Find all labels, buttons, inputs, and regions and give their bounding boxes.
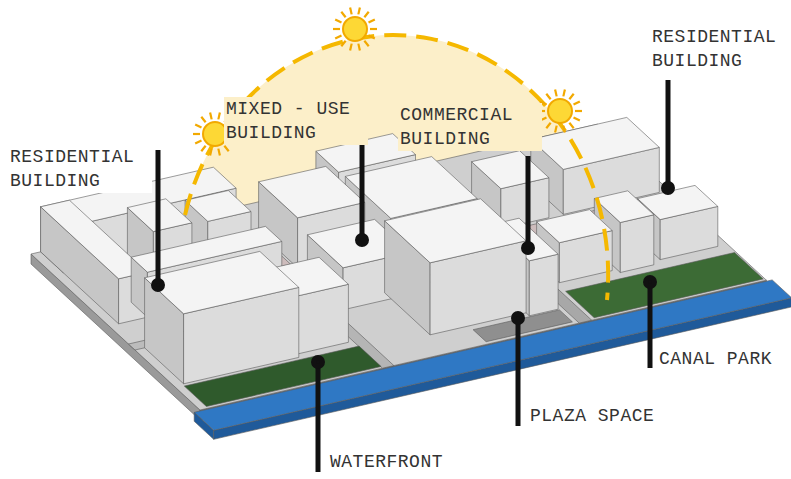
leader-dot [358,236,367,245]
leader-line [156,150,161,285]
sun-ray [575,110,582,112]
callout-label: PLAZA SPACE [528,404,656,428]
sun-ray [364,12,368,17]
building-block [472,151,549,189]
sun-ray [369,36,375,39]
callout-label: RESIDENTIAL BUILDING [650,25,786,73]
sun-ray [218,113,220,120]
sun-ray [335,36,341,39]
callout-label: WATERFRONT [328,450,445,474]
leader-dot [524,244,533,253]
sun-ray [546,123,550,128]
leader-dot [154,281,163,290]
sun-ray [350,8,352,15]
building-block [385,199,526,263]
leader-line [648,282,653,368]
sun-symbols [193,8,582,156]
building-block [145,251,299,313]
leader-dot [314,358,323,367]
sun-ray [569,94,573,99]
sun-ray [333,28,340,30]
callout-label: CANAL PARK [657,347,774,371]
callout-label: RESIDENTIAL BUILDING [8,145,152,193]
callout-label: COMMERCIAL BUILDING [398,103,542,151]
sun-ray [195,124,201,127]
sun-path-arc [185,35,608,300]
sun-ray [358,8,360,15]
sun-ray [210,113,212,120]
sun-ray [224,146,228,151]
sun-ray [364,41,368,46]
sun-ray [574,118,580,121]
sun-ray [563,90,565,97]
sun-ray [358,44,360,51]
building-block [620,215,654,273]
building-block [531,117,660,169]
building-block [185,191,251,222]
sun-ray [193,133,200,135]
leader-dot [646,278,655,287]
building-block [529,254,558,316]
sun-ray [201,146,205,151]
sun-ray [341,41,345,46]
sun-ray [341,12,345,17]
sun-ray [350,44,352,51]
leader-line [516,318,521,426]
leader-line [526,156,531,248]
callout-label: MIXED - USE BUILDING [224,97,368,145]
sun-ray [218,149,220,156]
leader-dot [514,314,523,323]
sun-ray [370,28,377,30]
sun-ray [555,126,557,133]
sun-ray [574,101,580,104]
sun-ray [335,19,341,22]
sun-ray [201,117,205,122]
leader-dot [664,184,673,193]
sun-ray [569,123,573,128]
sun-symbol [548,99,572,123]
sun-ray [555,90,557,97]
leader-line [666,80,671,188]
building-block [259,166,365,217]
sun-ray [563,126,565,133]
sun-ray [210,149,212,156]
sun-ray [546,94,550,99]
sun-ray [195,141,201,144]
leader-line [316,362,321,472]
sun-symbol [343,17,367,41]
sun-ray [369,19,375,22]
